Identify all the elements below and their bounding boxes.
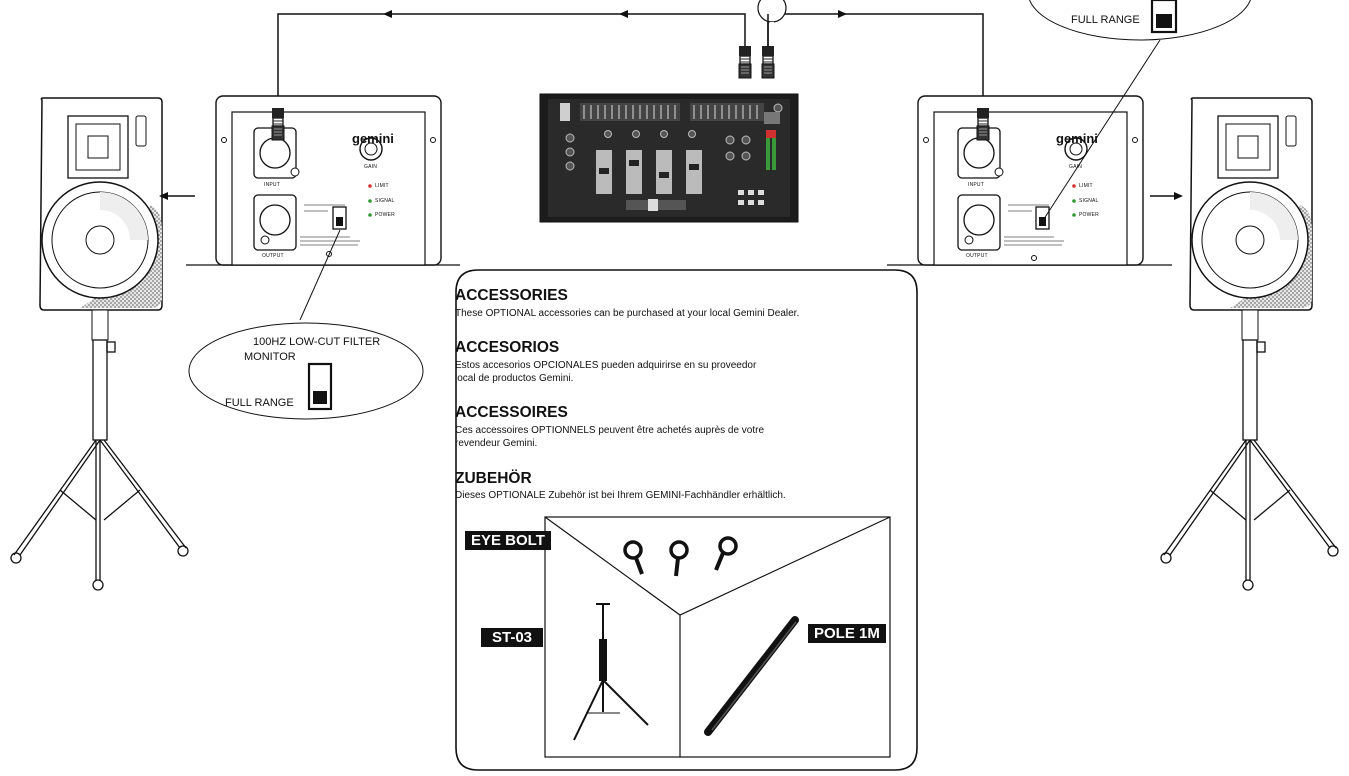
input-label-right: INPUT xyxy=(968,182,984,188)
output-label-right: OUTPUT xyxy=(966,253,988,259)
limit-label-left: LIMIT xyxy=(375,183,389,189)
accessories-heading-es: ACCESORIOS xyxy=(455,339,560,356)
speaker-left xyxy=(39,97,163,341)
xlr-plug-icon xyxy=(738,45,752,79)
xlr-plug-icon xyxy=(976,107,990,141)
accessories-text-fr: Ces accessoires OPTIONNELS peuvent être … xyxy=(455,425,765,449)
callout-left-full-range: FULL RANGE xyxy=(225,397,294,409)
accessories-text-en: These OPTIONAL accessories can be purcha… xyxy=(455,308,800,319)
eye-bolt-icon xyxy=(623,536,738,577)
limit-label-right: LIMIT xyxy=(1079,183,1093,189)
pole-icon xyxy=(704,616,799,736)
brand-logo-right: gemini xyxy=(1056,131,1098,146)
callout-right-full-range: FULL RANGE xyxy=(1071,14,1140,26)
cable-arrow-right-icon xyxy=(838,10,847,18)
callout-left-bubble xyxy=(188,322,424,420)
pole-tag: POLE 1M xyxy=(808,624,886,643)
xlr-plug-icon xyxy=(271,107,285,141)
stand-tag: ST-03 xyxy=(481,628,543,647)
callout-left-monitor: MONITOR xyxy=(244,351,296,363)
input-label-left: INPUT xyxy=(264,182,280,188)
gain-label-right: GAIN xyxy=(1069,164,1083,170)
cable-arrow-left-icon xyxy=(619,10,628,18)
power-label-right: POWER xyxy=(1079,212,1099,218)
accessories-text-es: Estos accesorios OPCIONALES pueden adqui… xyxy=(455,360,757,384)
callout-leader xyxy=(1039,39,1161,226)
cable-arrow-left-icon xyxy=(383,10,392,18)
gain-label-left: GAIN xyxy=(364,164,378,170)
link-circle-icon xyxy=(757,0,787,23)
callout-left-title: 100HZ LOW-CUT FILTER xyxy=(253,336,381,348)
signal-label-left: SIGNAL xyxy=(375,198,395,204)
amp-panel-left xyxy=(215,95,442,266)
accessories-heading-en: ACCESSORIES xyxy=(455,287,568,304)
power-label-left: POWER xyxy=(375,212,395,218)
tripod-right xyxy=(1160,339,1339,591)
amp-panel-right xyxy=(917,95,1144,266)
accessories-heading-fr: ACCESSOIRES xyxy=(455,404,568,421)
accessories-heading-de: ZUBEHÖR xyxy=(455,470,532,487)
output-label-left: OUTPUT xyxy=(262,253,284,259)
stand-icon xyxy=(573,603,649,741)
mixer-unit xyxy=(539,93,799,223)
signal-label-right: SIGNAL xyxy=(1079,198,1099,204)
callout-leader xyxy=(299,229,341,321)
speaker-right xyxy=(1189,97,1313,341)
accessories-text-de: Dieses OPTIONALE Zubehör ist bei Ihrem G… xyxy=(455,490,786,501)
xlr-plug-icon xyxy=(761,45,775,79)
eye-bolt-tag: EYE BOLT xyxy=(465,531,551,550)
tripod-left xyxy=(10,339,189,591)
output-arrow-right-icon xyxy=(1174,192,1183,200)
brand-logo-left: gemini xyxy=(352,131,394,146)
callout-right-bubble xyxy=(1029,0,1251,41)
